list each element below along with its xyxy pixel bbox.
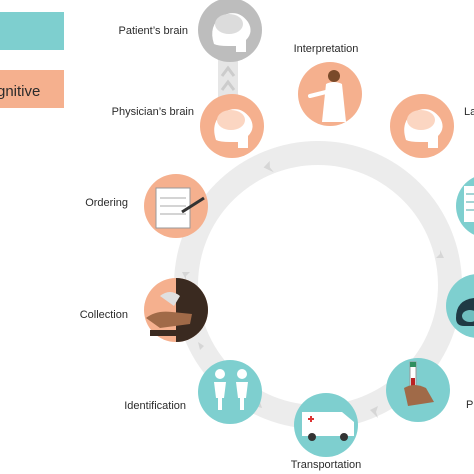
step-interpretation: Interpretation: [294, 43, 362, 126]
step-reporting: [456, 177, 474, 235]
step-patients-brain: Patient’s brain: [118, 0, 262, 62]
patient-link: [218, 60, 238, 100]
order-form-icon: [155, 187, 205, 229]
label-identification: Identification: [124, 400, 186, 412]
step-analysis: [446, 274, 474, 338]
label-ordering: Ordering: [85, 197, 128, 209]
label-transportation: Transportation: [291, 459, 362, 471]
step-identification: Identification: [124, 360, 262, 424]
legend-swatch-physical: [0, 12, 64, 50]
label-preparation: P: [466, 399, 473, 411]
physician-icon: [308, 70, 346, 122]
label-interpretation: Interpretation: [294, 43, 359, 55]
people-icon: [214, 369, 248, 410]
blood-draw-icon: [146, 278, 208, 342]
step-physicians-brain: Physician’s brain: [112, 94, 264, 158]
report-icon: [464, 186, 474, 222]
step-ordering: Ordering: [85, 174, 208, 238]
label-patients-brain: Patient’s brain: [118, 25, 188, 37]
analyzer-icon: [456, 298, 474, 326]
brain-head-icon: [404, 109, 443, 148]
step-lab-brain: La: [390, 94, 474, 158]
test-tube-hand-icon: [404, 361, 434, 406]
brain-head-icon: [214, 109, 253, 148]
step-preparation: P: [386, 358, 473, 422]
step-collection: Collection: [80, 278, 208, 342]
legend-swatch-cognitive: [0, 70, 64, 108]
ambulance-icon: [302, 412, 354, 441]
legend-label-cognitive: gnitive: [0, 83, 40, 100]
brain-head-icon: [212, 13, 251, 53]
label-lab-brain: La: [464, 106, 474, 118]
step-transportation: Transportation: [291, 393, 362, 471]
legend: gnitive: [0, 12, 64, 108]
label-physicians-brain: Physician’s brain: [112, 106, 194, 118]
label-collection: Collection: [80, 309, 128, 321]
